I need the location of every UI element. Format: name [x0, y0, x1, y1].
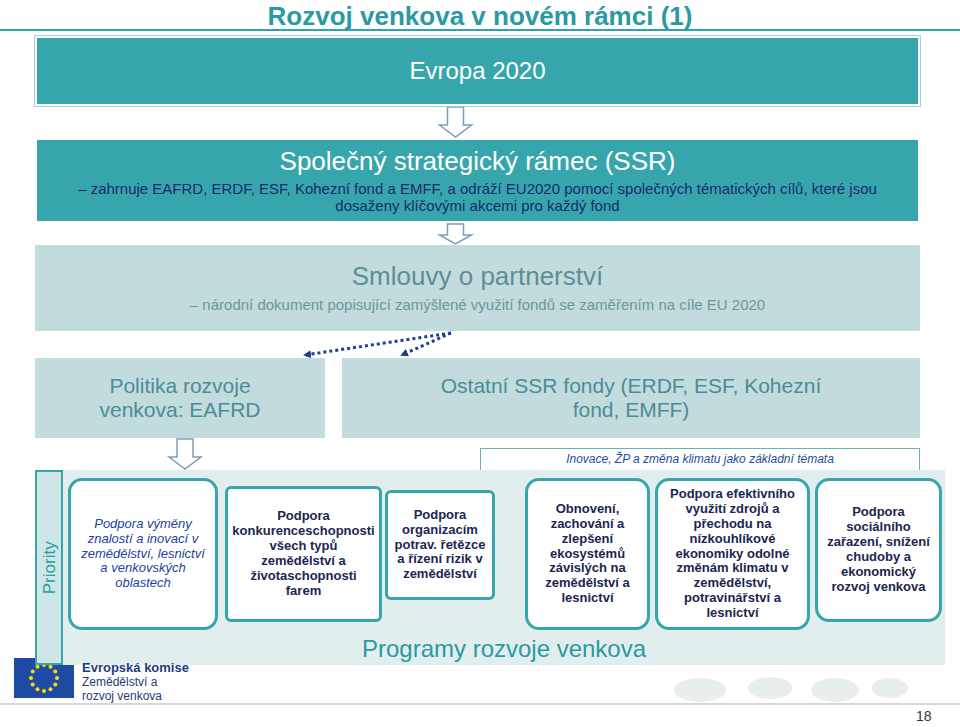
logo-text: Zemědělství a rozvoj venkova: [82, 676, 172, 704]
node-text: Smlouvy o partnerství: [352, 262, 603, 292]
animal-silhouettes: [674, 677, 908, 702]
fund-box: Politika rozvoje venkova: EAFRD: [35, 358, 325, 438]
priority-box: Podpora efektivního využití zdrojů a pře…: [655, 478, 810, 630]
node-text: Podpora sociálního zařazení, snížení chu…: [823, 505, 934, 595]
theme-note: Inovace, ŽP a změna klimatu jako základn…: [480, 448, 920, 471]
logo-text: Evropská komise: [82, 660, 189, 675]
node-text: Evropa 2020: [409, 57, 545, 85]
footer-rule: [0, 703, 960, 705]
agreement-box: Smlouvy o partnerství – národní dokument …: [35, 245, 920, 331]
fund-box: Ostatní SSR fondy (ERDF, ESF, Kohezní fo…: [342, 358, 920, 438]
dotted-arrow: [402, 333, 451, 355]
priority-box: Podpora konkurenceschopnosti všech typů …: [225, 486, 382, 622]
node-text: Podpora organizacím potrav. řetězce a ří…: [393, 508, 487, 583]
priority-box: Obnovení, zachování a zlepšení ekosystém…: [525, 478, 650, 630]
node-text: Programy rozvoje venkova: [362, 635, 646, 663]
node-text: Podpora konkurenceschopnosti všech typů …: [232, 509, 374, 599]
node-text: Podpora výměny znalostí a inovací v země…: [76, 517, 210, 592]
node-text: Politika rozvoje venkova: EAFRD: [70, 374, 290, 422]
priority-bar: Priority: [35, 470, 63, 665]
block-arrow: [440, 224, 472, 244]
node-subtext: – národní dokument popisující zamýšlené …: [190, 296, 765, 313]
priority-box: Podpora sociálního zařazení, snížení chu…: [815, 478, 942, 622]
node-text: Obnovení, zachování a zlepšení ekosystém…: [533, 502, 642, 607]
eu-stars: [29, 663, 59, 693]
node-text: Společný strategický rámec (SSR): [280, 147, 676, 177]
priority-box: Podpora výměny znalostí a inovací v země…: [68, 478, 218, 630]
slide-title: Rozvoj venkova v novém rámci (1): [0, 1, 960, 32]
dotted-arrow: [305, 333, 451, 355]
block-arrow: [169, 439, 201, 469]
node-text: Inovace, ŽP a změna klimatu jako základn…: [566, 453, 834, 467]
page-number: 18: [916, 708, 932, 724]
priority-box: Podpora organizacím potrav. řetězce a ří…: [385, 490, 495, 600]
node-subtext: – zahrnuje EAFRD, ERDF, ESF, Kohezní fon…: [68, 180, 888, 215]
node-text: Podpora efektivního využití zdrojů a pře…: [663, 487, 802, 621]
node-text: Ostatní SSR fondy (ERDF, ESF, Kohezní fo…: [421, 374, 841, 422]
program-region: Programy rozvoje venkova Podpora výměny z…: [63, 470, 945, 665]
framework-box: Společný strategický rámec (SSR)– zahrnu…: [35, 138, 920, 223]
goal-box: Evropa 2020: [35, 36, 920, 106]
node-text: Priority: [39, 541, 59, 594]
block-arrow: [440, 107, 472, 137]
